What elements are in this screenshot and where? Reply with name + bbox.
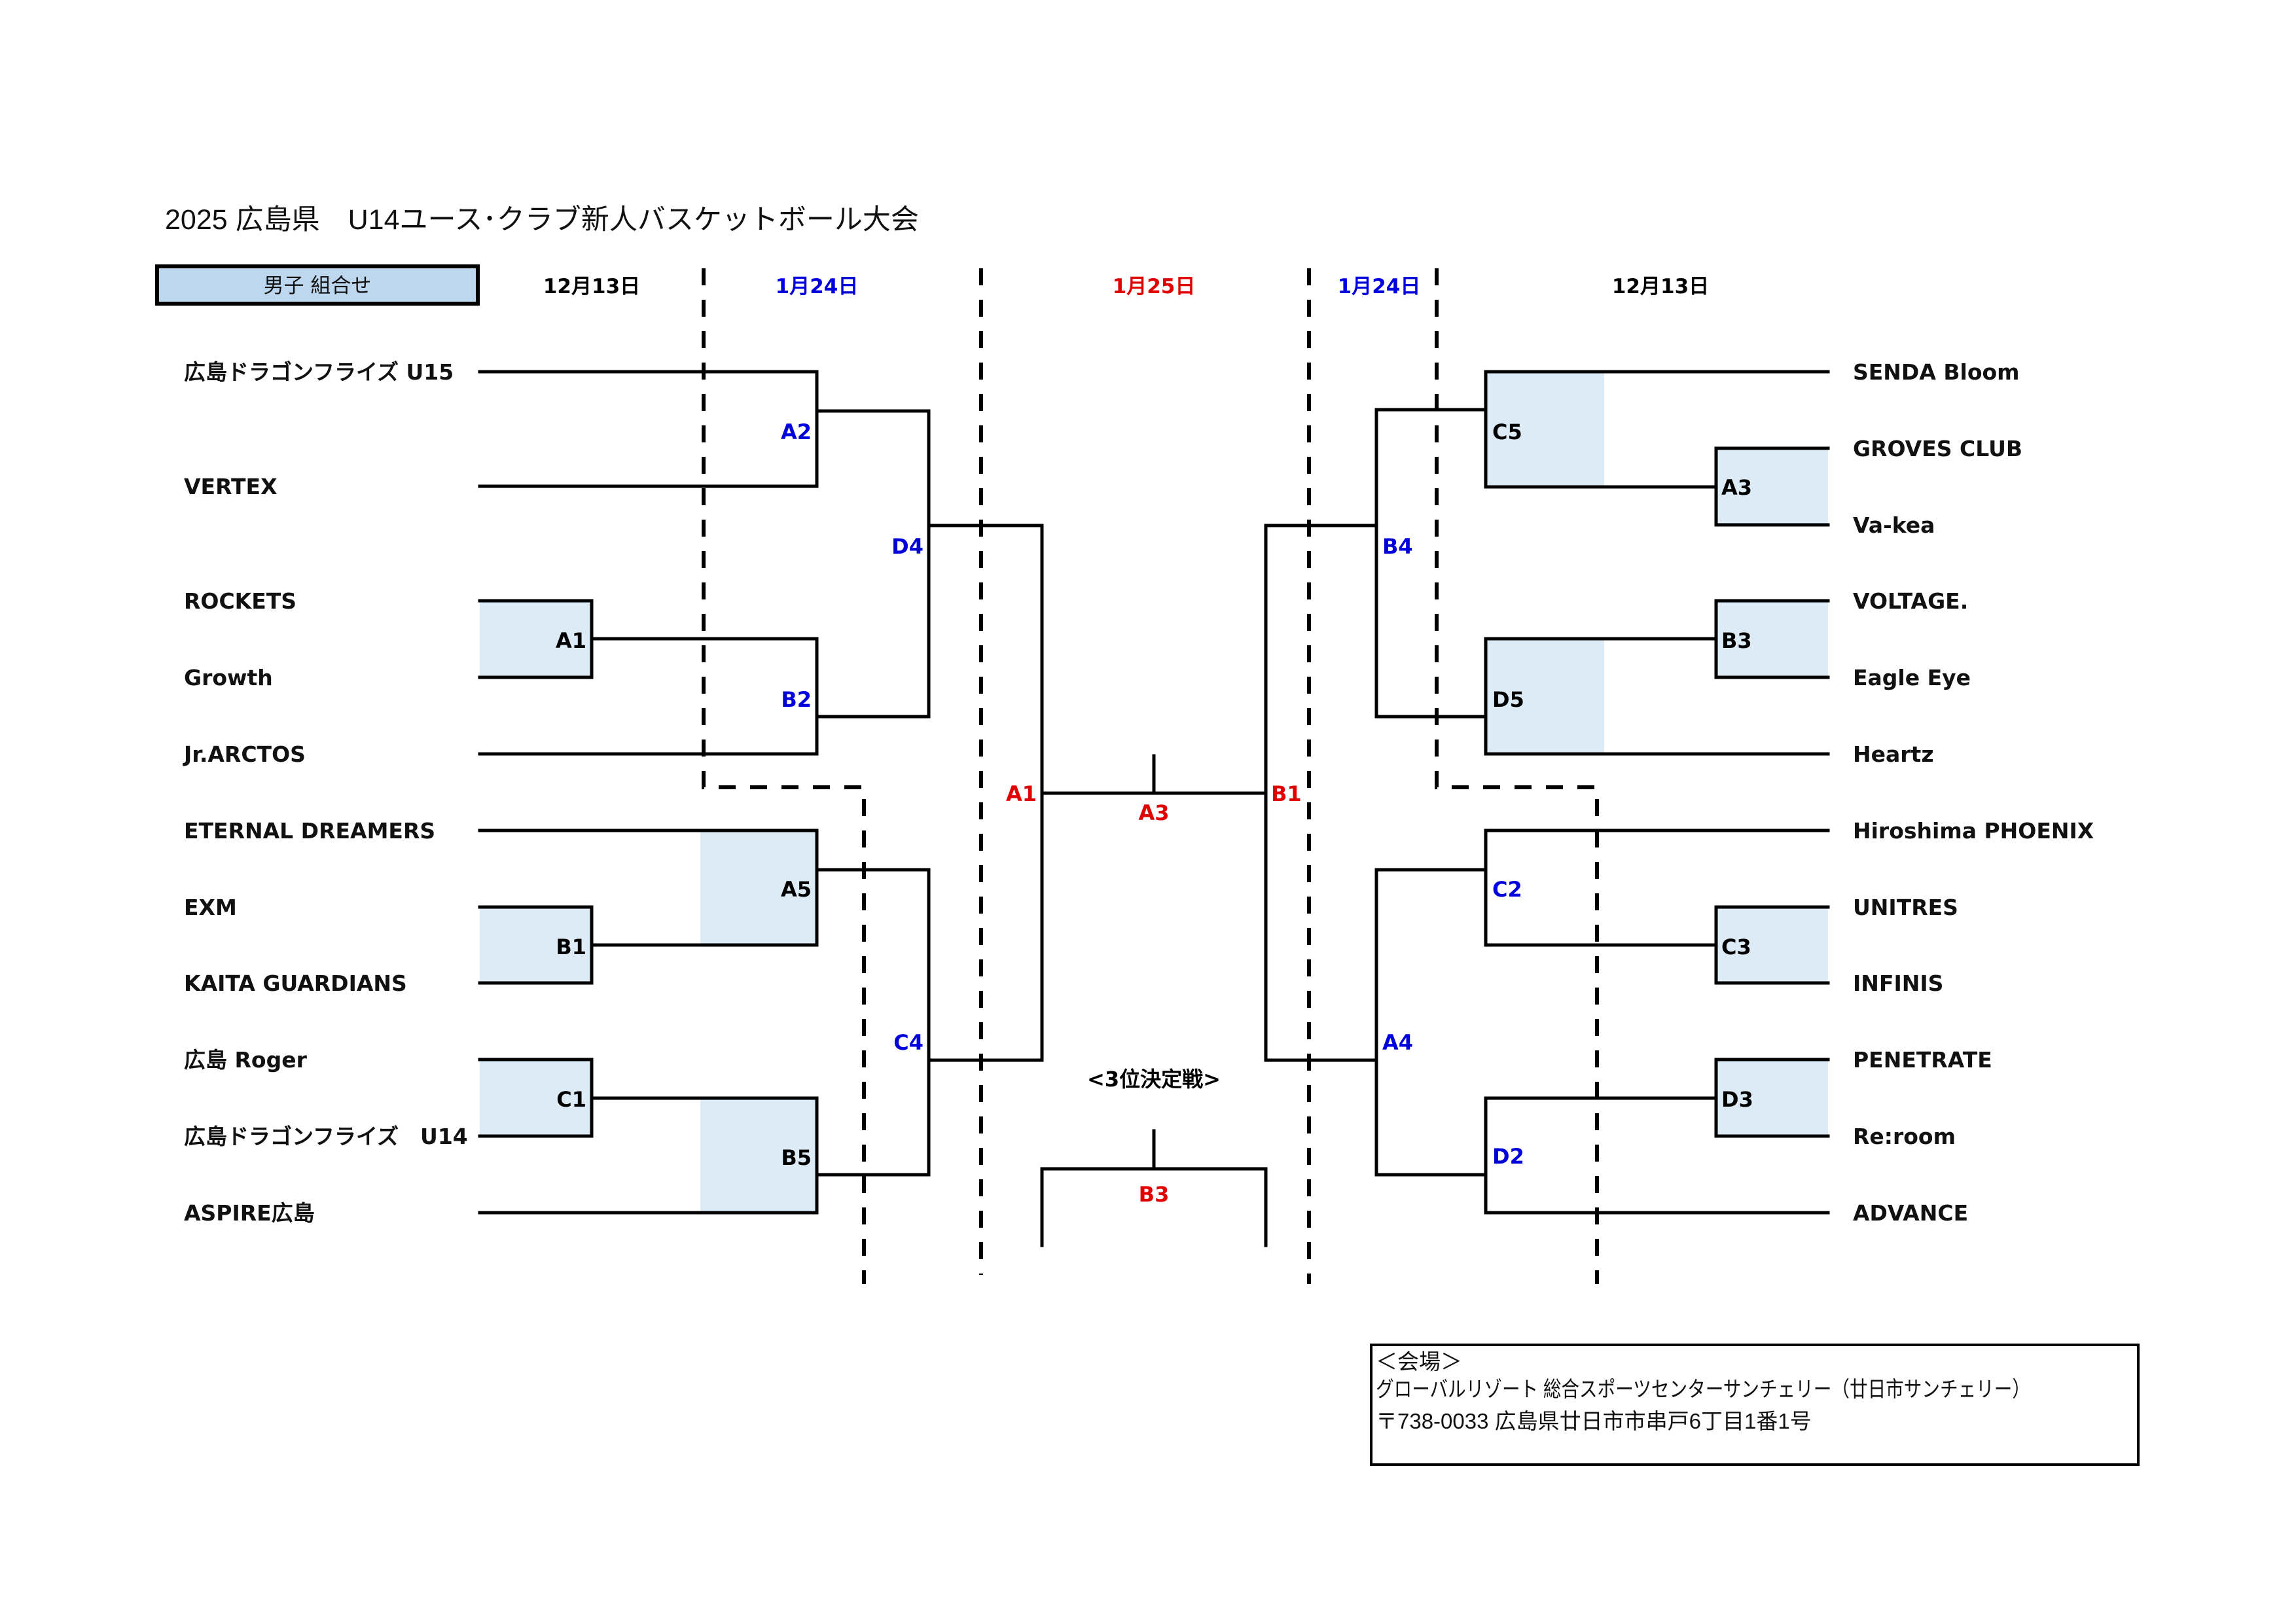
team-name: VERTEX: [184, 474, 278, 499]
bracket-line: [1714, 905, 1830, 985]
team-name: VOLTAGE.: [1853, 588, 1968, 614]
team-name: Va-kea: [1853, 512, 1935, 538]
team-name: 広島 Roger: [184, 1047, 308, 1073]
third-place-title: <3位決定戦>: [1087, 1067, 1221, 1092]
team-name: SENDA Bloom: [1853, 359, 2020, 385]
match-label: C4: [893, 1030, 924, 1055]
match-shade-box: [480, 601, 592, 677]
match-shade-box: [480, 907, 592, 983]
bracket-line: [1484, 370, 1830, 489]
right-match-labels: B4 A4 C5 D5 C2 D2 A3 B3 C3 D3: [1382, 419, 1753, 1169]
match-label: B4: [1382, 534, 1413, 559]
bracket-line: [1484, 829, 1830, 947]
divider-right-outer: [1435, 268, 1599, 1284]
team-name: ADVANCE: [1853, 1200, 1968, 1226]
date-headers: 12月13日 1月24日 1月25日 1月24日 12月13日: [543, 275, 1709, 298]
match-label: A3: [1721, 475, 1752, 500]
team-name: Growth: [184, 665, 273, 690]
match-label: B5: [781, 1145, 812, 1170]
team-name: Heartz: [1853, 741, 1934, 767]
left-match-labels: A1 B1 C1 A2 B2 A5 B5 D4 C4 A1: [556, 419, 1037, 1170]
match-shade-box: [1716, 448, 1828, 525]
team-name: ASPIRE広島: [184, 1200, 315, 1226]
venue-name: グローバルリゾート 総合スポーツセンターサンチェリー（廿日市サンチェリー）: [1376, 1377, 2030, 1401]
date-header-finals: 1月25日: [1113, 275, 1196, 298]
bracket-line: [478, 829, 819, 947]
match-shade-box: [700, 1098, 817, 1213]
team-name: GROVES CLUB: [1853, 436, 2022, 461]
left-team-list: 広島ドラゴンフライズ U15 VERTEX ROCKETS Growth Jr.…: [183, 359, 468, 1226]
date-header-right-r1: 12月13日: [1612, 275, 1709, 298]
division-box: 男子 組合せ: [155, 264, 480, 306]
match-label: C2: [1492, 877, 1522, 902]
bracket-line: [1484, 1096, 1830, 1215]
match-shade-box: [480, 1060, 592, 1136]
team-name: UNITRES: [1853, 895, 1958, 920]
match-label: C5: [1492, 419, 1522, 444]
match-label: B3: [1721, 628, 1752, 653]
match-label: D4: [891, 534, 924, 559]
team-name: Re:room: [1853, 1124, 1956, 1149]
match-label: A5: [781, 877, 812, 902]
match-label: A2: [781, 419, 812, 444]
team-name: 広島ドラゴンフライズ U15: [184, 359, 454, 385]
match-label: C1: [556, 1087, 586, 1112]
center-labels: A3 <3位決定戦> B3 B1: [1087, 781, 1302, 1207]
date-header-left-r1: 12月13日: [543, 275, 640, 298]
right-team-list: SENDA Bloom GROVES CLUB Va-kea VOLTAGE. …: [1853, 359, 2094, 1226]
page-title: 2025 広島県 U14ユース･クラブ新人バスケットボール大会: [165, 204, 919, 236]
venue-address: 〒738-0033 広島県廿日市市串戸6丁目1番1号: [1376, 1409, 1812, 1433]
venue-heading: ＜会場＞: [1376, 1349, 1462, 1374]
division-box-frame: [155, 264, 480, 306]
match-label: D2: [1492, 1144, 1524, 1169]
venue-box: ＜会場＞ グローバルリゾート 総合スポーツセンターサンチェリー（廿日市サンチェリ…: [1370, 1344, 2140, 1466]
team-name: 広島ドラゴンフライズ U14: [184, 1124, 468, 1149]
bracket-line: [1484, 637, 1830, 756]
division-label: 男子 組合せ: [264, 274, 372, 298]
match-label: A4: [1382, 1030, 1413, 1055]
bracket-lines: [478, 370, 1830, 1247]
match-label: C3: [1721, 935, 1751, 959]
match-label: B2: [781, 687, 812, 712]
match-shade-box: [700, 830, 817, 945]
venue-box-frame: [1370, 1344, 2140, 1466]
team-name: KAITA GUARDIANS: [184, 971, 407, 996]
third-place-label: B3: [1139, 1182, 1170, 1207]
bracket-line: [478, 370, 819, 488]
bracket-line: [1714, 446, 1830, 527]
team-name: Eagle Eye: [1853, 665, 1971, 690]
match-shade-box: [1716, 1060, 1828, 1136]
match-shade-box: [1486, 639, 1604, 754]
date-header-left-r2: 1月24日: [776, 275, 859, 298]
team-name: Hiroshima PHOENIX: [1853, 818, 2094, 844]
match-shade-box: [1486, 372, 1604, 487]
team-name: PENETRATE: [1853, 1047, 1992, 1073]
bracket-line: [478, 1096, 819, 1215]
match-shade-box: [1716, 601, 1828, 677]
team-name: ROCKETS: [184, 588, 296, 614]
match-label: B1: [556, 935, 586, 959]
team-name: INFINIS: [1853, 971, 1943, 996]
match-label: D3: [1721, 1087, 1753, 1112]
bracket-line: [478, 637, 819, 756]
match-label: B1: [1271, 781, 1302, 806]
match-label: A1: [1006, 781, 1037, 806]
match-label: A1: [556, 628, 586, 653]
match-shade-box: [1716, 907, 1828, 983]
final-label: A3: [1138, 800, 1169, 825]
match-label: D5: [1492, 687, 1524, 712]
bracket-line: [1040, 1167, 1268, 1247]
team-name: ETERNAL DREAMERS: [184, 818, 435, 844]
day-dividers: [702, 268, 1599, 1284]
team-name: Jr.ARCTOS: [183, 741, 306, 767]
date-header-right-r2: 1月24日: [1338, 275, 1421, 298]
divider-left-outer: [702, 268, 866, 1284]
team-name: EXM: [184, 895, 237, 920]
match-shading: [480, 372, 1828, 1213]
